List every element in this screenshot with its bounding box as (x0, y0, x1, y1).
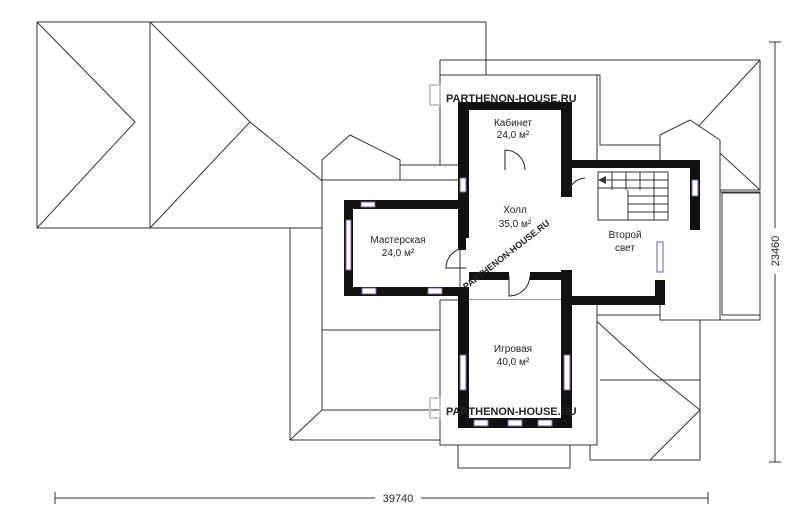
label-kabinet-name: Кабинет (494, 117, 532, 129)
room-igrovaya (469, 300, 561, 418)
dimension-height: 23460 (770, 236, 782, 267)
label-holl-name: Холл (503, 205, 527, 216)
room-kabinet (469, 110, 561, 170)
label-igrovaya-area: 40,0 м² (497, 357, 530, 368)
watermark-top: PARTHENON-HOUSE.RU (446, 93, 577, 105)
roof-lower-right-ridge (589, 314, 701, 461)
roof-left-block (36, 21, 151, 229)
dimension-width: 39740 (383, 493, 414, 505)
right-terrace (721, 192, 761, 316)
label-vtoroy-area: свет (615, 243, 635, 254)
roof-lower-right (589, 314, 701, 461)
staircase (597, 171, 669, 221)
windows (345, 177, 699, 427)
label-masterskaya-name: Мастерская (370, 235, 425, 246)
watermark-bottom: PARTHENON-HOUSE.RU (446, 406, 577, 418)
label-kabinet-area: 24,0 м² (497, 130, 530, 141)
label-holl-area: 35,0 м² (499, 219, 532, 230)
roof-outline (36, 21, 761, 469)
label-masterskaya-area: 24,0 м² (382, 248, 415, 259)
room-holl (469, 170, 561, 270)
room-labels: Кабинет 24,0 м² Холл 35,0 м² Мастерская … (370, 117, 641, 368)
roof-left-ridge (36, 21, 136, 229)
label-igrovaya-name: Игровая (494, 344, 532, 355)
room-masterskaya (353, 209, 458, 287)
porch (457, 444, 571, 469)
label-vtoroy-name: Второй (608, 230, 641, 241)
doors (445, 149, 586, 297)
dimension-lines: 39740 23460 (54, 41, 784, 505)
